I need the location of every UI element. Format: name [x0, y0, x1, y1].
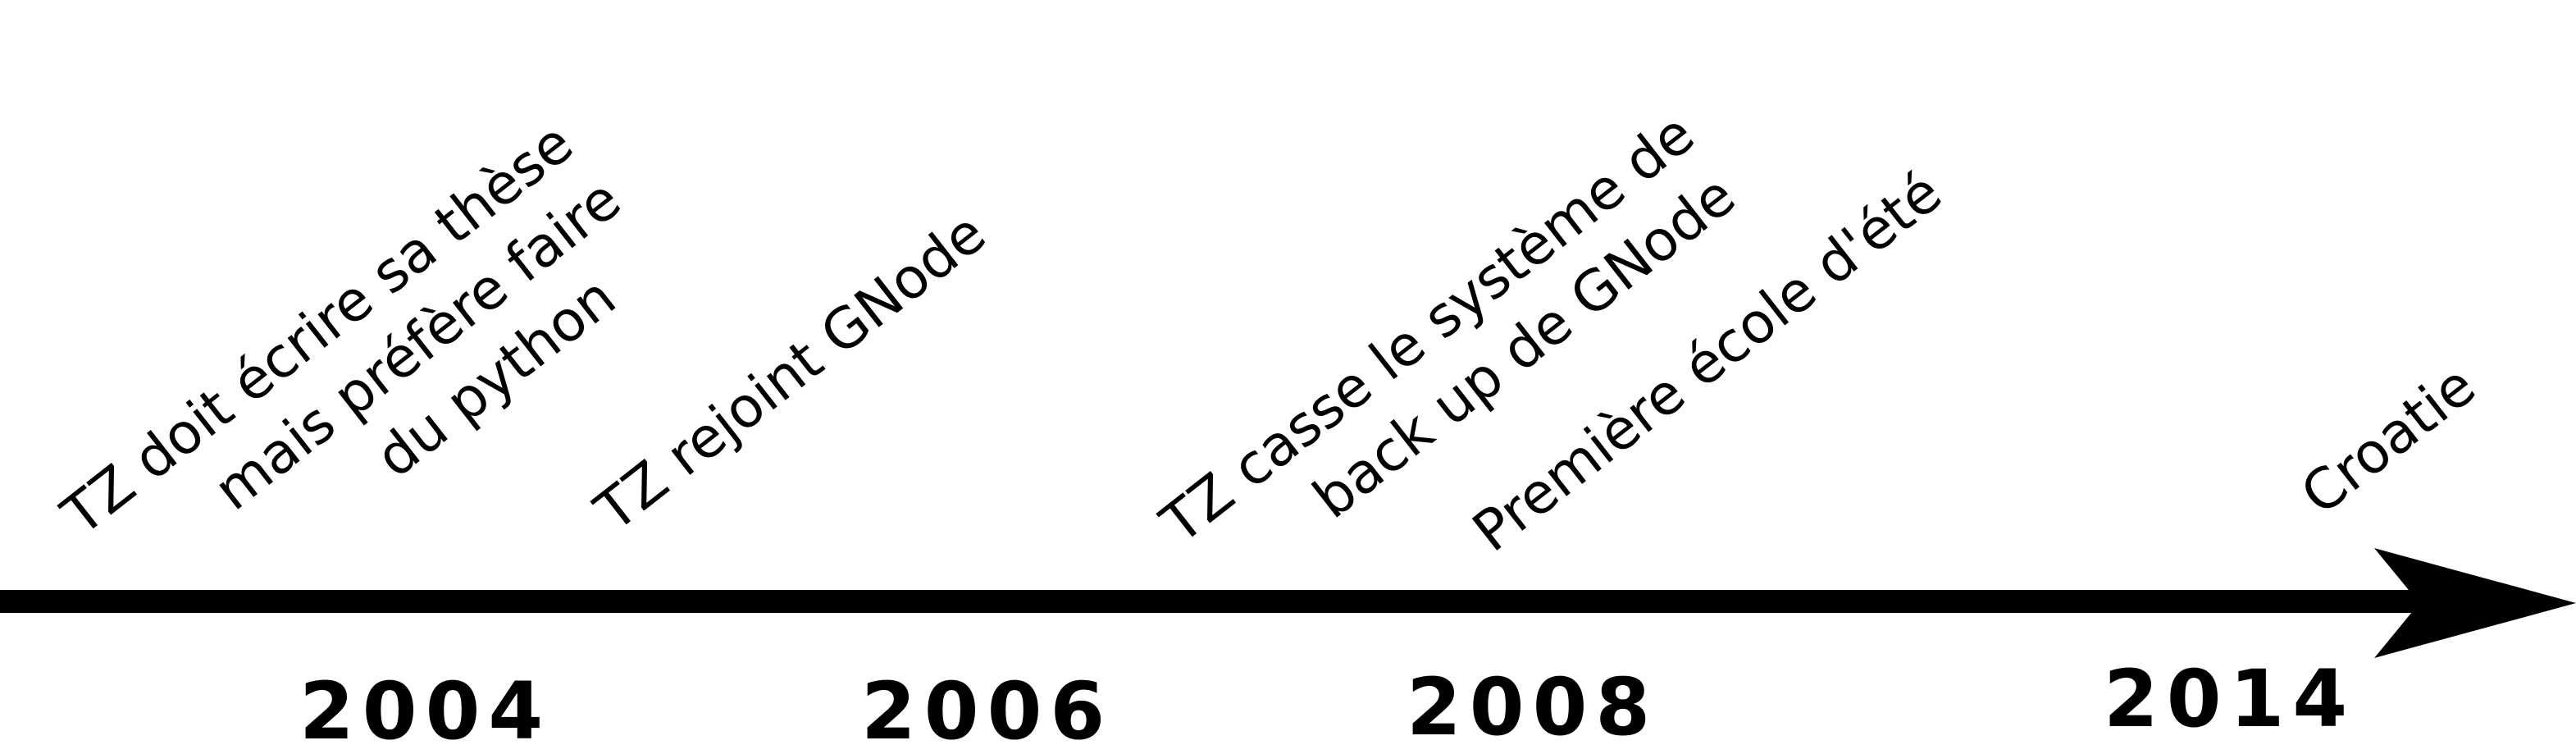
- year-label-2004: 2004: [299, 665, 551, 745]
- event-joins-gnode: TZ rejoint GNode: [583, 201, 998, 545]
- event-thesis: TZ doit écrire sa thèse mais préfère fai…: [50, 111, 633, 549]
- event-joins-gnode-line-1: TZ rejoint GNode: [583, 201, 998, 545]
- event-croatia-line-1: Croatie: [2290, 354, 2487, 528]
- timeline-arrowhead: [2374, 548, 2576, 658]
- event-croatia: Croatie: [2290, 354, 2487, 528]
- event-breaks-backup-line-1: TZ casse le système de: [1149, 102, 1707, 557]
- year-label-2014: 2014: [2104, 653, 2355, 745]
- year-label-2008: 2008: [1407, 661, 1658, 745]
- year-label-2006: 2006: [861, 665, 1113, 745]
